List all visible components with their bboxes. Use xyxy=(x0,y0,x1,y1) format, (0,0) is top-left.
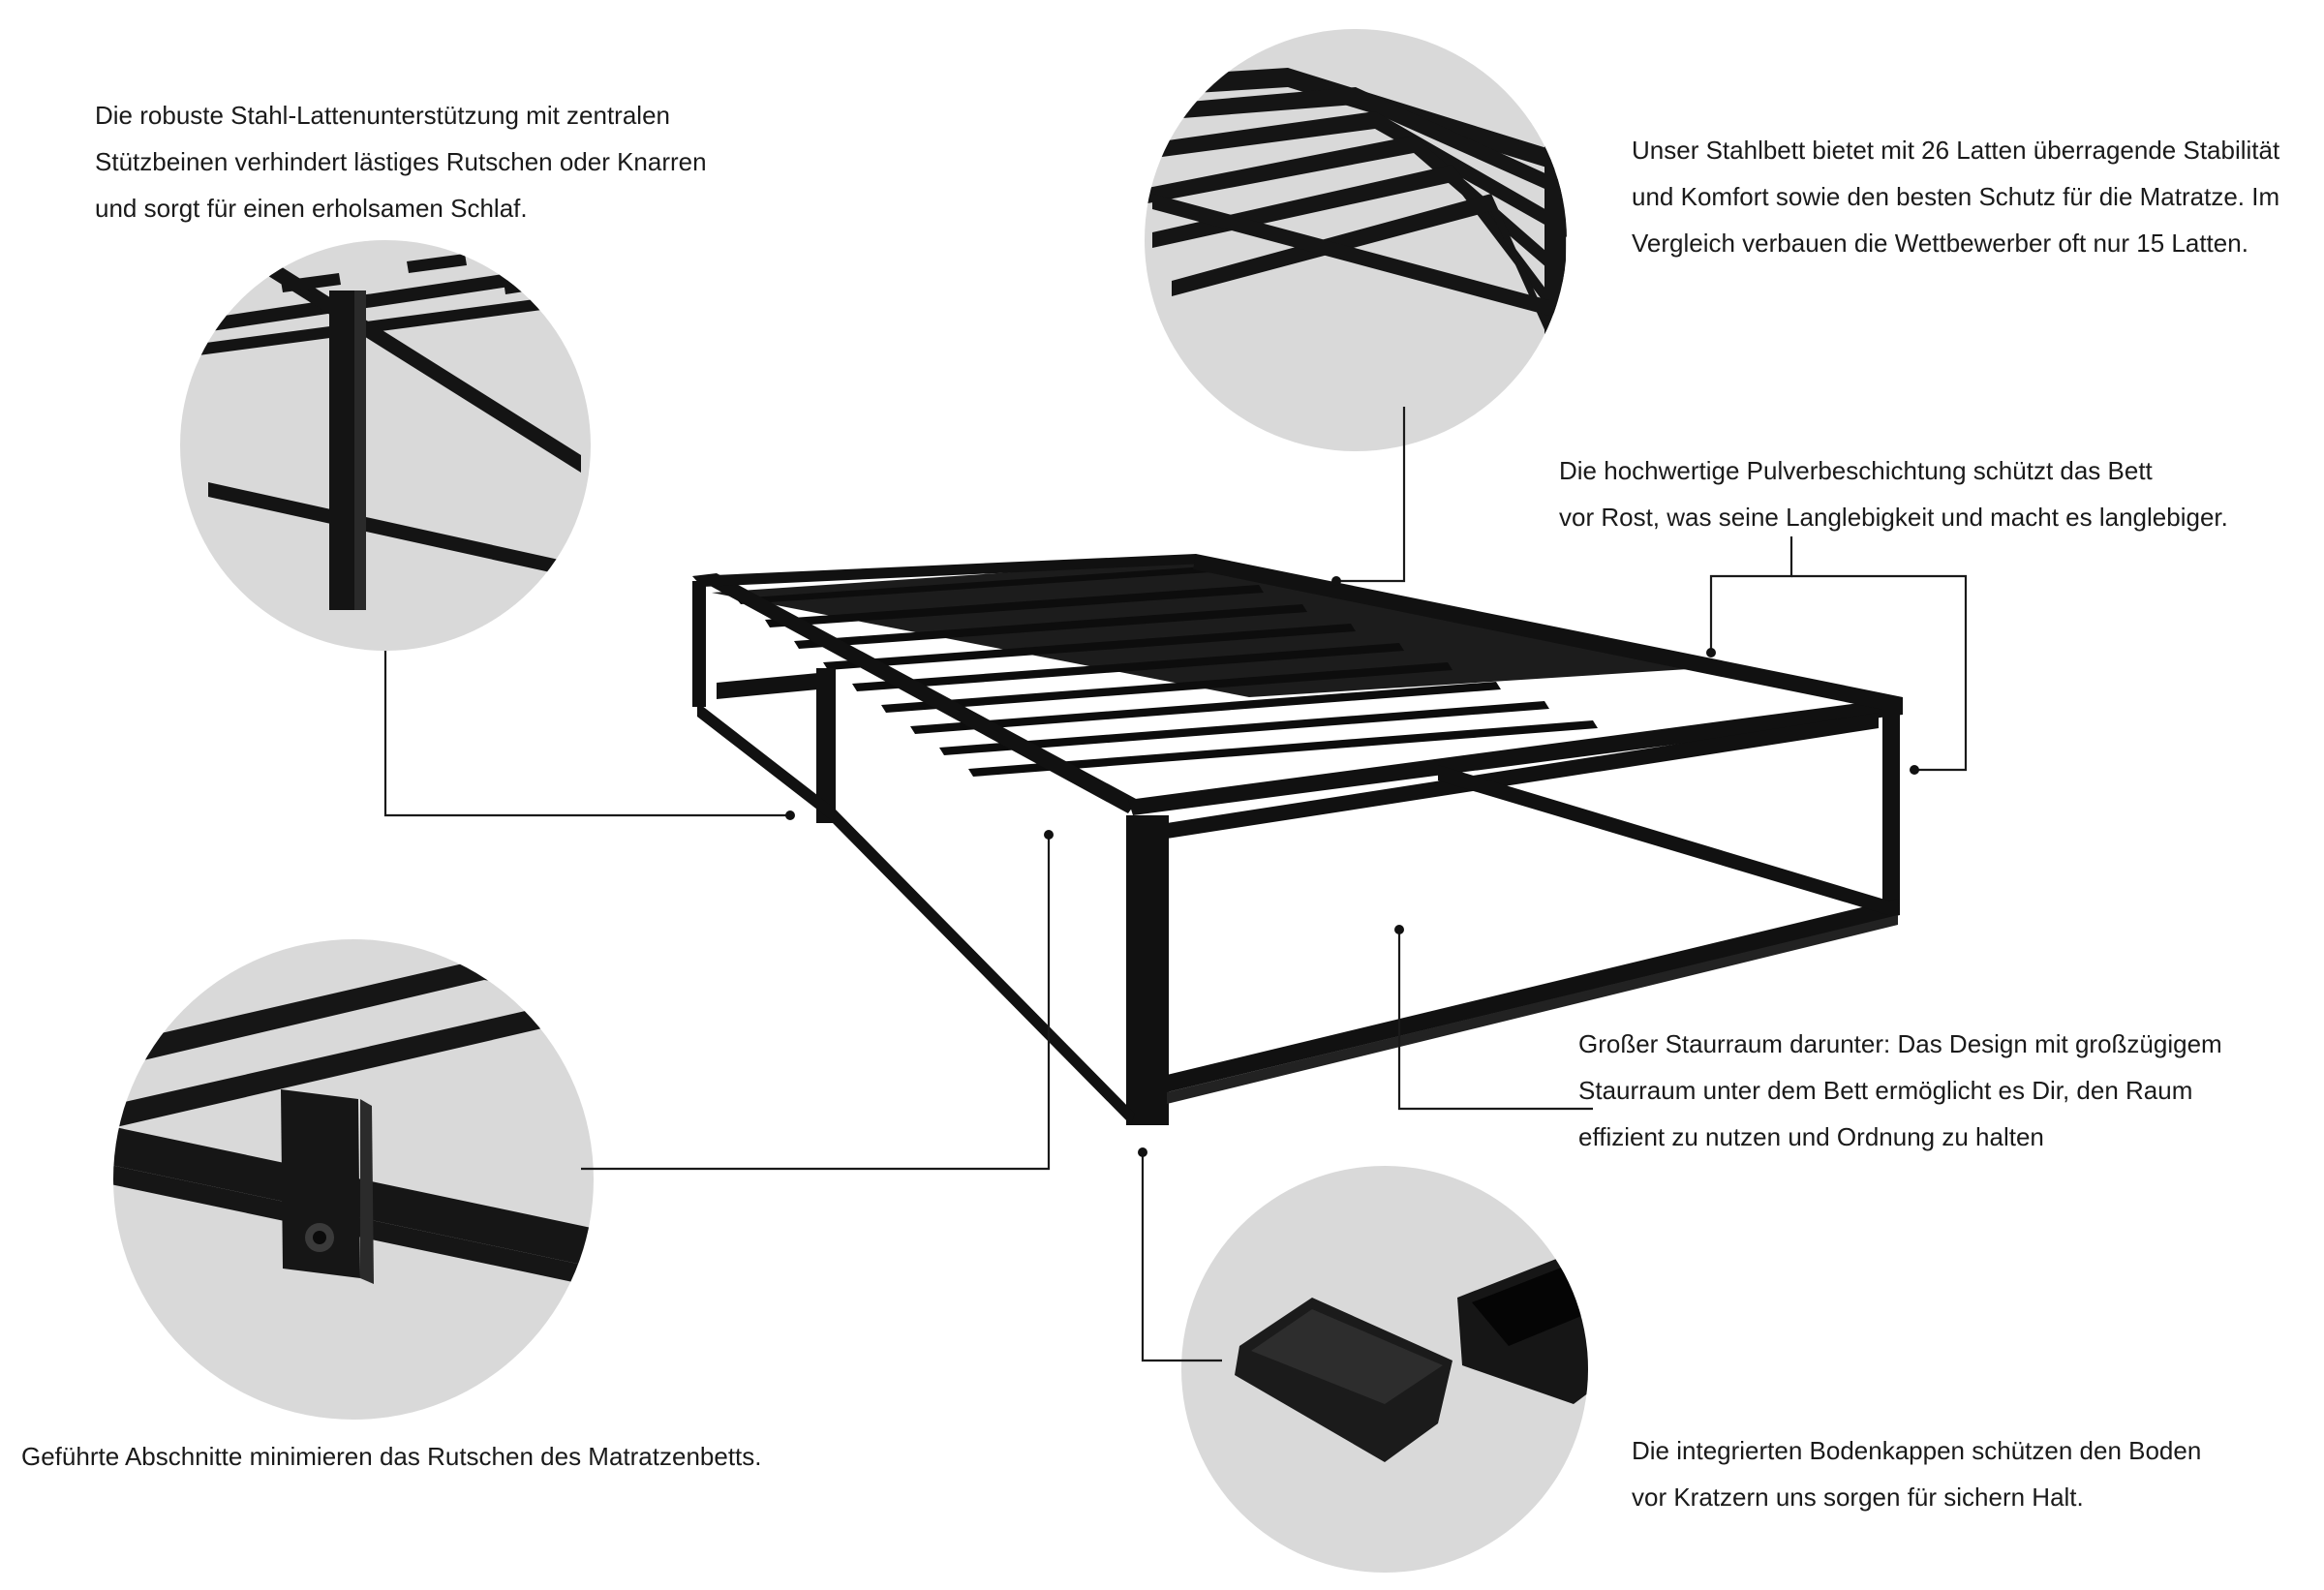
caption-line: Stützbeinen verhindert lästiges Rutschen… xyxy=(95,147,707,176)
leader-dots xyxy=(785,576,1919,1157)
caption-line: und Komfort sowie den besten Schutz für … xyxy=(1632,182,2280,211)
caption-line: Die integrierten Bodenkappen schützen de… xyxy=(1632,1436,2202,1465)
caption-line: vor Kratzern uns sorgen für sichern Halt… xyxy=(1632,1483,2084,1512)
caption-line: vor Rost, was seine Langlebigkeit und ma… xyxy=(1559,503,2228,532)
slat-support-detail xyxy=(180,240,591,651)
floor-cap-detail xyxy=(1181,1166,1588,1573)
bed-slats xyxy=(712,560,1733,777)
slat-top-detail xyxy=(1145,29,1567,451)
caption-line: Die robuste Stahl-Lattenunterstützung mi… xyxy=(95,101,671,130)
caption-guides: Geführte Abschnitte minimieren das Rutsc… xyxy=(21,1433,762,1480)
caption-powder-coating: Die hochwertige Pulverbeschichtung schüt… xyxy=(1559,447,2228,540)
caption-line: und sorgt für einen erholsamen Schlaf. xyxy=(95,194,528,223)
slat-guide-detail xyxy=(113,939,594,1420)
caption-storage: Großer Staurraum darunter: Das Design mi… xyxy=(1578,1021,2222,1160)
caption-line: Vergleich verbauen die Wettbewerber oft … xyxy=(1632,229,2248,258)
bed-frame-illustration xyxy=(692,554,1903,1125)
caption-line: effizient zu nutzen und Ordnung zu halte… xyxy=(1578,1122,2044,1151)
caption-line: Die hochwertige Pulverbeschichtung schüt… xyxy=(1559,456,2153,485)
caption-line: Staurraum unter dem Bett ermöglicht es D… xyxy=(1578,1076,2193,1105)
caption-line: Geführte Abschnitte minimieren das Rutsc… xyxy=(21,1442,762,1471)
caption-line: Großer Staurraum darunter: Das Design mi… xyxy=(1578,1029,2222,1058)
caption-slat-count: Unser Stahlbett bietet mit 26 Latten übe… xyxy=(1632,127,2279,266)
caption-slat-support: Die robuste Stahl-Lattenunterstützung mi… xyxy=(95,92,707,231)
caption-line: Unser Stahlbett bietet mit 26 Latten übe… xyxy=(1632,136,2280,165)
caption-floor-caps: Die integrierten Bodenkappen schützen de… xyxy=(1632,1427,2201,1520)
leader-lines xyxy=(383,407,1968,1362)
